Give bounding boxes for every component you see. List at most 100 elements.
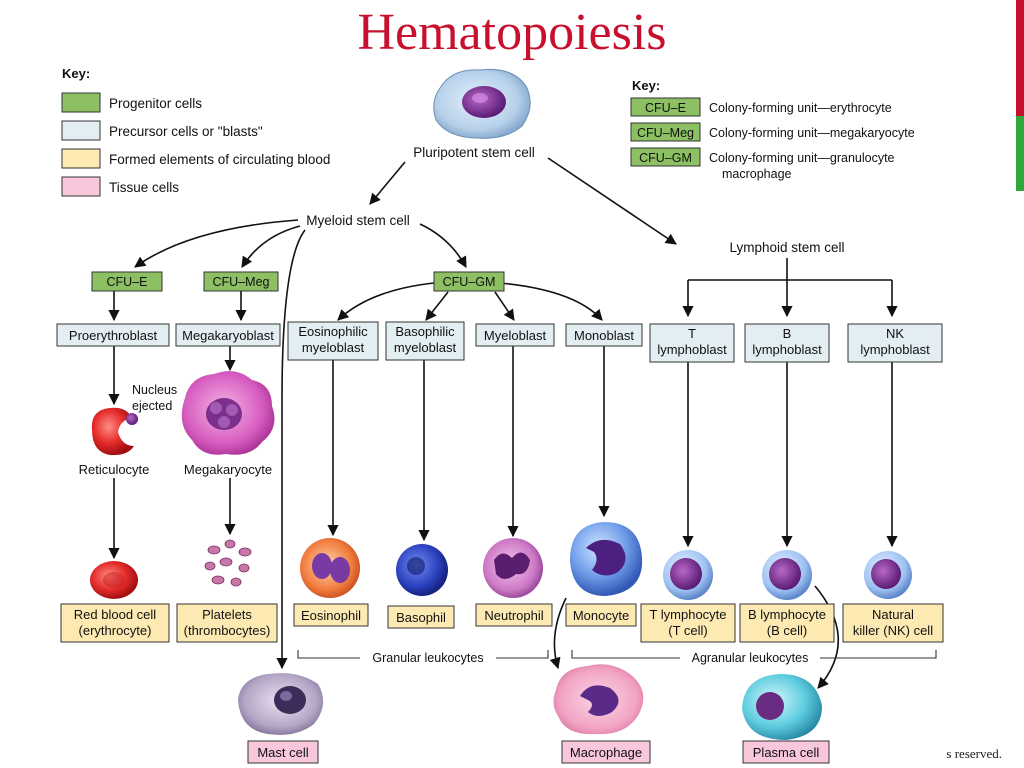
progenitor-boxes: CFU–E CFU–Meg CFU–GM: [91, 271, 505, 292]
right-key-desc-cfu-meg: Colony-forming unit—megakaryocyte: [709, 126, 915, 140]
lymphoid-stem-cell-label: Lymphoid stem cell: [729, 240, 844, 255]
platelets-label-2: (thrombocytes): [184, 623, 271, 638]
arrow-pluri-to-myeloid: [369, 161, 406, 205]
neutrophil-box: [475, 603, 553, 627]
pluripotent-stem-cell-image: [433, 68, 531, 139]
monocyte-label: Monocyte: [573, 608, 629, 623]
eosinophilic-myeloblast-label-1: Eosinophilic: [298, 324, 368, 339]
right-key-code-cfu-e: CFU–E: [645, 101, 686, 115]
macrophage-label: Macrophage: [570, 745, 642, 760]
right-key-code-cfu-meg: CFU–Meg: [637, 126, 694, 140]
t-lymphocyte-image: [663, 550, 713, 600]
right-key: Key: CFU–E Colony-forming unit—erythrocy…: [630, 78, 915, 181]
eosinophilic-myeloblast-box: [287, 321, 379, 361]
key-swatch-formed: [61, 148, 101, 169]
cfu-gm-label: CFU–GM: [443, 275, 496, 289]
arrow-b-to-plasma: [814, 585, 840, 689]
proerythroblast-box: [56, 323, 170, 347]
cfu-e-label: CFU–E: [107, 275, 148, 289]
b-lymphocyte-image: [762, 550, 812, 600]
arrow-cfugm-to-baso: [425, 291, 449, 321]
agranular-leukocytes-label: Agranular leukocytes: [692, 651, 809, 665]
tissue-boxes: Mast cell Macrophage Plasma cell: [247, 740, 830, 764]
side-accent-red: [1016, 0, 1024, 116]
b-lymphoblast-label-2: lymphoblast: [752, 342, 822, 357]
cfu-meg-label: CFU–Meg: [213, 275, 270, 289]
megakaryoblast-label: Megakaryoblast: [182, 328, 274, 343]
arrow-myeloid-to-mast: [276, 229, 306, 670]
macrophage-box: [561, 740, 651, 764]
nk-lymphoblast-label-2: lymphoblast: [860, 342, 930, 357]
right-key-box-cfu-e: [630, 97, 701, 117]
arrow-myeloid-to-cfue: [134, 219, 299, 268]
nk-lymphoblast-label-1: NK: [886, 326, 904, 341]
key-label-formed: Formed elements of circulating blood: [109, 152, 330, 167]
plasma-cell-box: [742, 740, 830, 764]
left-key-heading: Key:: [62, 66, 90, 81]
key-label-tissue: Tissue cells: [109, 180, 179, 195]
monoblast-box: [565, 323, 643, 347]
myeloblast-box: [475, 323, 555, 347]
plasma-cell-image: [742, 674, 822, 740]
megakaryocyte-label: Megakaryocyte: [184, 462, 272, 477]
eosinophilic-myeloblast-label-2: myeloblast: [302, 340, 365, 355]
b-lymphocyte-label-2: (B cell): [767, 623, 807, 638]
granular-bracket: [297, 650, 549, 659]
right-key-desc-cfu-gm-2: macrophage: [722, 167, 792, 181]
b-lymphoblast-box: [744, 323, 830, 363]
group-brackets: [297, 650, 937, 659]
left-key: Key: Progenitor cells Precursor cells or…: [61, 66, 330, 197]
arrow-myeloid-to-cfugm: [419, 223, 467, 268]
lymphoid-branch-line: [688, 258, 892, 281]
key-label-progenitor: Progenitor cells: [109, 96, 202, 111]
right-key-code-cfu-gm: CFU–GM: [639, 151, 692, 165]
monocyte-box: [565, 603, 637, 627]
right-key-heading: Key:: [632, 78, 660, 93]
rbc-label-2: (erythrocyte): [79, 623, 152, 638]
nk-cell-label-1: Natural: [872, 607, 914, 622]
copyright-text: s reserved.: [946, 746, 1002, 761]
monocyte-image: [570, 522, 643, 596]
b-lymphocyte-box: [739, 603, 835, 643]
t-lymphoblast-label-2: lymphoblast: [657, 342, 727, 357]
formed-boxes: Red blood cell (erythrocyte) Platelets (…: [60, 603, 944, 643]
cfu-meg-box: [203, 271, 279, 292]
red-blood-cell-image: [90, 561, 138, 599]
myeloblast-label: Myeloblast: [484, 328, 547, 343]
arrow-cfugm-to-eos: [337, 282, 435, 321]
megakaryoblast-box: [175, 323, 281, 347]
mast-cell-box: [247, 740, 319, 764]
b-lymphocyte-label-1: B lymphocyte: [748, 607, 826, 622]
basophil-label: Basophil: [396, 610, 446, 625]
nucleus-ejected-label-1: Nucleus: [132, 383, 177, 397]
right-key-desc-cfu-e: Colony-forming unit—erythrocyte: [709, 101, 892, 115]
page-title: Hematopoiesis: [357, 4, 667, 61]
side-accent-green: [1016, 116, 1024, 191]
arrow-mono-to-macrophage: [549, 597, 567, 670]
reticulocyte-label: Reticulocyte: [79, 462, 150, 477]
right-key-desc-cfu-gm: Colony-forming unit—granulocyte: [709, 151, 895, 165]
t-lymphoblast-box: [649, 323, 735, 363]
megakaryocyte-image: [181, 371, 275, 455]
pluripotent-stem-cell-label: Pluripotent stem cell: [413, 145, 535, 160]
monoblast-label: Monoblast: [574, 328, 634, 343]
right-key-box-cfu-gm: [630, 147, 701, 167]
nk-cell-box: [842, 603, 944, 643]
cfu-gm-box: [433, 271, 505, 292]
nk-cell-image: [864, 551, 912, 599]
granular-leukocytes-label: Granular leukocytes: [372, 651, 483, 665]
key-swatch-progenitor: [61, 92, 101, 113]
rbc-box: [60, 603, 170, 643]
neutrophil-image: [483, 538, 543, 598]
arrow-cfugm-to-myelo: [494, 291, 515, 321]
b-lymphoblast-label-1: B: [783, 326, 792, 341]
t-lymphocyte-box: [640, 603, 736, 643]
key-swatch-precursor: [61, 120, 101, 141]
mast-cell-label: Mast cell: [257, 745, 308, 760]
cfu-e-box: [91, 271, 163, 292]
platelets-box: [176, 603, 278, 643]
t-lymphoblast-label-1: T: [688, 326, 696, 341]
connectors: [108, 157, 898, 689]
key-label-precursor: Precursor cells or "blasts": [109, 124, 263, 139]
